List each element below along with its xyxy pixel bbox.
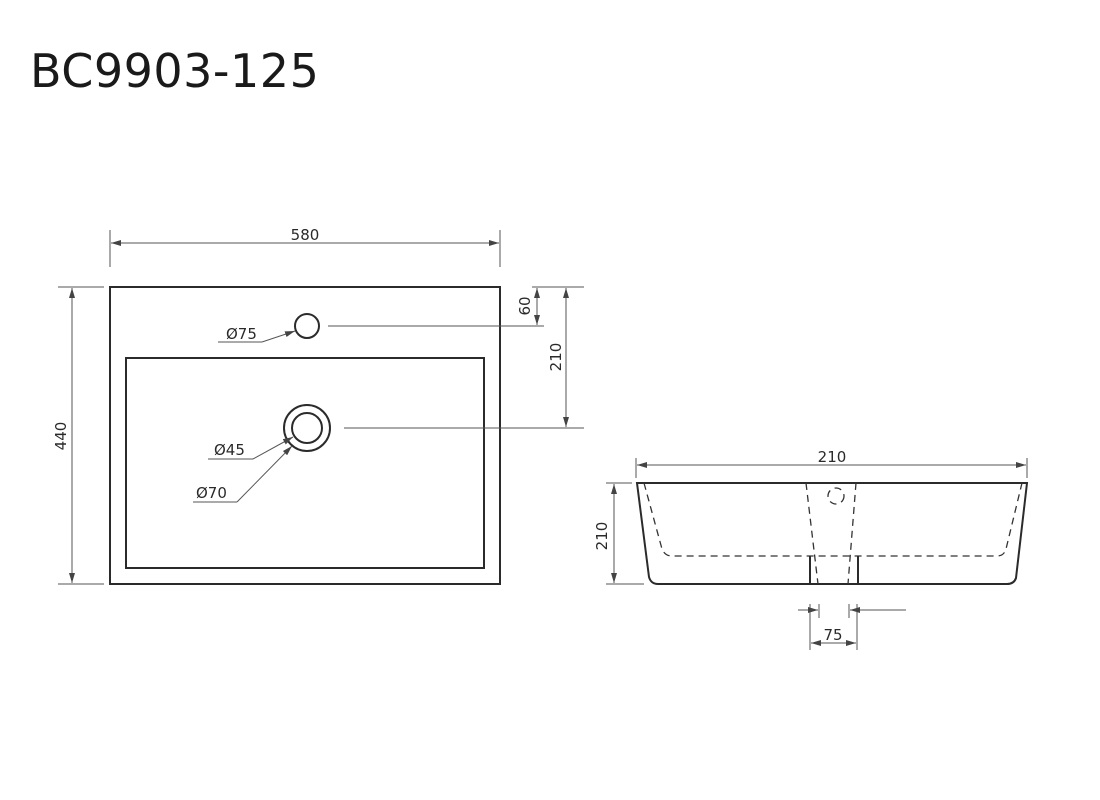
dimension-height-440: 440 (52, 286, 104, 585)
height-label: 440 (52, 422, 70, 451)
drain-offset-label: 210 (547, 343, 565, 372)
side-view: 210 210 75 (593, 448, 1029, 650)
tap-hole-label: Ø75 (226, 325, 257, 343)
top-view: 580 440 Ø75 Ø45 Ø70 (52, 226, 584, 585)
tap-offset-label: 60 (516, 296, 534, 315)
drain-outer (283, 404, 331, 452)
side-dimension-height: 210 (593, 482, 644, 585)
drain-callouts: Ø45 Ø70 (193, 436, 294, 503)
drain-width-label: 75 (823, 626, 842, 644)
drain-inner-label: Ø45 (214, 441, 245, 459)
basin-inner-hidden (643, 482, 1023, 557)
basin-bowl-outline (125, 357, 485, 569)
model-title: BC9903-125 (30, 44, 320, 98)
drain-inner (291, 412, 323, 444)
dimension-offsets: 60 210 (328, 286, 584, 429)
basin-side-outline (635, 482, 1029, 585)
drain-channel-hidden (805, 482, 857, 585)
tap-hole (294, 313, 320, 339)
drain-outer-label: Ø70 (196, 484, 227, 502)
width-label: 580 (291, 226, 320, 244)
tap-hole-callout: Ø75 (218, 325, 296, 343)
dimension-width-580: 580 (109, 226, 501, 267)
side-dimension-width: 210 (635, 448, 1028, 478)
side-dimension-drain: 75 (798, 604, 906, 650)
side-height-label: 210 (593, 522, 611, 551)
side-width-label: 210 (818, 448, 847, 466)
overflow-hole-hidden (827, 487, 845, 505)
basin-outer-outline (109, 286, 501, 585)
